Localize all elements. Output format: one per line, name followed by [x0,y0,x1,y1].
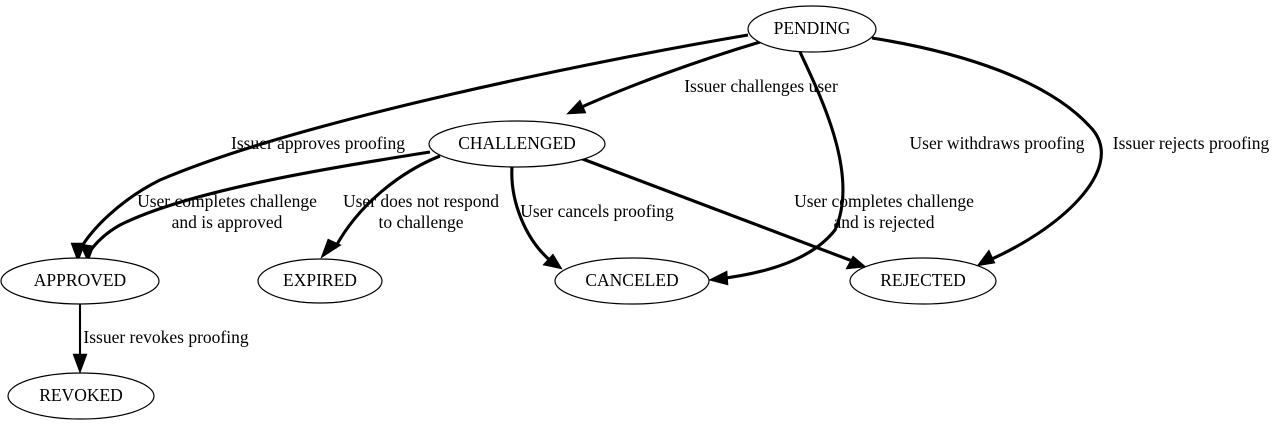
edge-challenged-expired[interactable] [320,154,441,259]
edge-pending-canceled-path [717,51,845,281]
node-rejected-label: REJECTED [880,270,966,290]
edge-label-challenged-expired-line1: User does not respond [343,191,499,211]
edge-labels-layer: Issuer approves proofing Issuer challeng… [83,76,1269,347]
node-approved[interactable]: APPROVED [0,257,160,305]
edge-label-challenged-rejected-line1: User completes challenge [794,191,974,211]
arrow-head-approved-revoked [72,353,88,374]
edge-challenged-canceled-path [510,166,553,264]
node-rejected[interactable]: REJECTED [849,257,997,305]
edge-challenged-rejected[interactable] [579,156,867,270]
arrow-head-challenged-rejected [845,255,867,270]
node-revoked[interactable]: REVOKED [7,372,155,420]
edge-label-pending-challenged: Issuer challenges user [684,76,838,96]
edge-challenged-rejected-path [579,156,856,264]
node-expired-label: EXPIRED [283,270,357,290]
edge-label-challenged-expired-line2: to challenge [378,212,463,232]
arrow-head-pending-canceled [708,270,729,286]
edge-pending-rejected[interactable] [871,36,1103,267]
edge-label-challenged-rejected-line2: and is rejected [833,212,934,232]
node-canceled-label: CANCELED [585,270,678,290]
edge-pending-challenged-path [574,40,761,112]
edge-pending-challenged[interactable] [566,40,761,115]
arrow-head-pending-rejected [976,249,996,267]
edge-challenged-approved-path [86,150,431,255]
arrow-head-pending-challenged [566,99,587,115]
arrow-head-challenged-approved [79,243,95,263]
node-approved-ellipse [0,257,160,305]
edge-pending-rejected-path [871,36,1103,264]
node-approved-label: APPROVED [34,270,126,290]
node-pending[interactable]: PENDING [747,5,877,53]
arrow-head-challenged-canceled [542,253,563,270]
node-pending-ellipse [747,5,877,53]
node-canceled-ellipse [554,257,710,305]
node-rejected-ellipse [849,257,997,305]
node-revoked-ellipse [7,372,155,420]
node-challenged[interactable]: CHALLENGED [428,120,606,168]
edge-pending-canceled[interactable] [708,51,845,286]
edge-label-challenged-approved-line2: and is approved [172,212,283,232]
node-pending-label: PENDING [774,18,851,38]
edge-challenged-approved[interactable] [79,150,431,263]
edge-label-pending-approved: Issuer approves proofing [231,133,405,153]
edge-label-approved-revoked: Issuer revokes proofing [83,327,248,347]
edge-challenged-canceled[interactable] [510,166,563,270]
edge-approved-revoked[interactable] [72,304,88,374]
edge-label-challenged-approved-line1: User completes challenge [137,191,317,211]
edge-label-challenged-canceled: User cancels proofing [520,201,674,221]
edge-label-pending-rejected: Issuer rejects proofing [1113,133,1270,153]
edge-label-pending-canceled: User withdraws proofing [910,133,1085,153]
nodes-layer: PENDING CHALLENGED APPROVED EXPIRED CANC… [0,5,997,420]
node-expired-ellipse [257,258,383,304]
node-expired[interactable]: EXPIRED [257,258,383,304]
node-canceled[interactable]: CANCELED [554,257,710,305]
edge-challenged-expired-path [333,154,441,249]
edges-layer [70,33,1103,374]
edge-pending-approved-path [76,33,749,254]
arrow-head-challenged-expired [320,238,342,259]
node-revoked-label: REVOKED [39,385,123,405]
node-challenged-ellipse [428,120,606,168]
node-challenged-label: CHALLENGED [458,133,576,153]
